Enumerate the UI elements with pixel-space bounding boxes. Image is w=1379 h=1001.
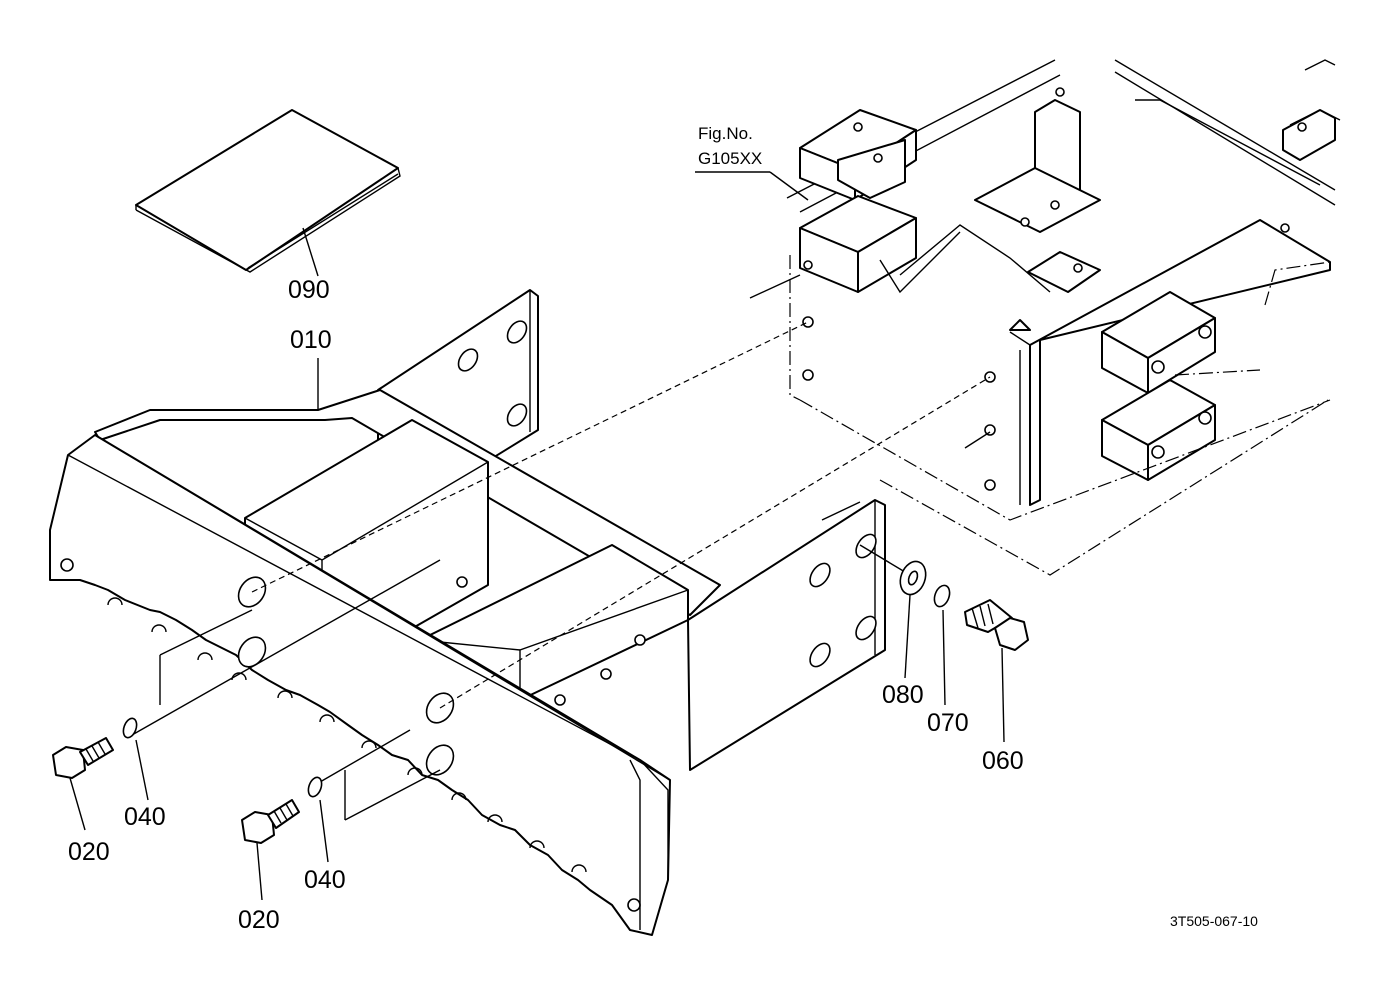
bolt-020-left xyxy=(52,737,114,831)
label-020-right: 020 xyxy=(238,906,280,934)
label-020-left: 020 xyxy=(68,838,110,866)
lock-washer-040-left xyxy=(122,717,149,801)
label-010: 010 xyxy=(290,326,332,354)
label-080: 080 xyxy=(882,681,924,709)
front-bracket-frame xyxy=(49,289,886,936)
label-070: 070 xyxy=(927,709,969,737)
bolt-020-right xyxy=(241,799,300,901)
frame-chassis xyxy=(786,59,1341,576)
label-060: 060 xyxy=(982,747,1024,775)
drawing-id: 3T505-067-10 xyxy=(1170,913,1258,929)
alignment-lines xyxy=(131,171,991,821)
label-040-right: 040 xyxy=(304,866,346,894)
label-040-left: 040 xyxy=(124,803,166,831)
lock-washer-070 xyxy=(933,584,951,706)
figure-ref-line2: G105XX xyxy=(698,149,762,168)
bolt-060 xyxy=(964,599,1029,743)
lock-washer-040-right xyxy=(307,776,329,863)
washer-080 xyxy=(899,560,927,679)
figure-ref-line1: Fig.No. xyxy=(698,124,753,143)
manual-booklet xyxy=(135,109,401,277)
label-090: 090 xyxy=(288,276,330,304)
